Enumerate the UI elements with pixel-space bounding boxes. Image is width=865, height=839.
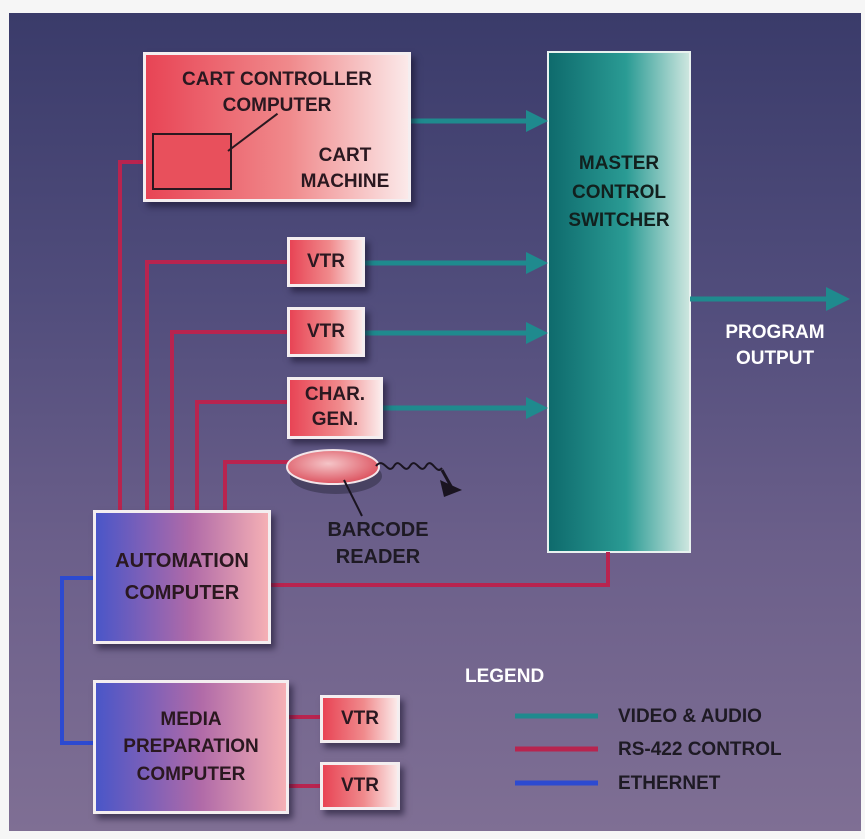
rs422-line-vtr2 xyxy=(170,330,287,512)
vtr-box-1: VTR xyxy=(287,237,365,287)
rs422-line-vtr1 xyxy=(145,260,287,512)
vtr-label-4: VTR xyxy=(341,774,379,796)
vtr-box-3: VTR xyxy=(320,695,400,743)
media-prep-label-line2: PREPARATION xyxy=(123,736,259,758)
cart-machine-slot xyxy=(152,133,232,190)
master-switcher-label-line1: MASTER xyxy=(578,153,660,174)
legend-label-ethernet: ETHERNET xyxy=(618,773,721,794)
legend-label-video: VIDEO & AUDIO xyxy=(618,706,762,727)
cart-machine-label-line1: CART xyxy=(318,145,372,166)
barcode-reader-label: BARCODE READER xyxy=(318,517,438,571)
vtr-label-2: VTR xyxy=(307,320,345,342)
program-output-label-line1: PROGRAM xyxy=(725,322,825,343)
automation-computer-label-line1: AUTOMATION xyxy=(115,550,249,572)
media-prep-box: MEDIA PREPARATION COMPUTER xyxy=(93,680,289,814)
legend-title: LEGEND xyxy=(465,666,545,687)
master-switcher-label-line3: SWITCHER xyxy=(568,210,670,231)
legend-label-rs422: RS-422 CONTROL xyxy=(618,739,782,760)
cart-controller-title-line2: COMPUTER xyxy=(222,94,332,116)
rs422-line-barcode xyxy=(223,460,289,512)
media-prep-label-line3: COMPUTER xyxy=(136,763,246,785)
program-output-label-line2: OUTPUT xyxy=(735,347,815,369)
master-switcher-label-line2: CONTROL xyxy=(572,181,666,203)
barcode-reader-label-line2: READER xyxy=(335,546,421,568)
video-arrow-chargen xyxy=(526,397,548,419)
barcode-reader-label-line1: BARCODE xyxy=(327,519,429,541)
rs422-control-lines xyxy=(118,160,610,788)
char-gen-box: CHAR. GEN. xyxy=(287,377,383,439)
vtr-label-1: VTR xyxy=(307,250,345,272)
char-gen-label-line2: GEN. xyxy=(311,409,359,430)
legend-swatches xyxy=(515,713,598,786)
master-switcher-body xyxy=(547,51,691,553)
ethernet-line xyxy=(60,576,94,745)
video-arrow-output xyxy=(826,287,850,311)
vtr-box-2: VTR xyxy=(287,307,365,357)
rs422-line-chargen xyxy=(195,400,287,512)
rs422-line-cart xyxy=(118,160,152,512)
media-prep-label-line1: MEDIA xyxy=(160,708,222,730)
cart-machine-label-line2: MACHINE xyxy=(300,170,390,192)
vtr-label-3: VTR xyxy=(341,707,379,729)
automation-computer-label-line2: COMPUTER xyxy=(124,582,240,604)
program-output-label: PROGRAM OUTPUT xyxy=(700,320,850,371)
video-arrow-vtr2 xyxy=(526,322,548,344)
automation-computer-box: AUTOMATION COMPUTER xyxy=(93,510,271,644)
vtr-box-4: VTR xyxy=(320,762,400,810)
barcode-reader-icon xyxy=(286,449,462,517)
master-switcher-label: MASTER CONTROL SWITCHER xyxy=(548,150,690,236)
video-arrow-vtr1 xyxy=(526,252,548,274)
char-gen-label-line1: CHAR. xyxy=(304,384,366,406)
cart-machine-label: CART MACHINE xyxy=(290,143,400,194)
video-audio-lines xyxy=(365,110,850,419)
video-arrow-cart xyxy=(526,110,548,132)
rs422-line-switcher xyxy=(270,552,610,587)
cart-controller-title-line1: CART CONTROLLER xyxy=(182,69,372,90)
